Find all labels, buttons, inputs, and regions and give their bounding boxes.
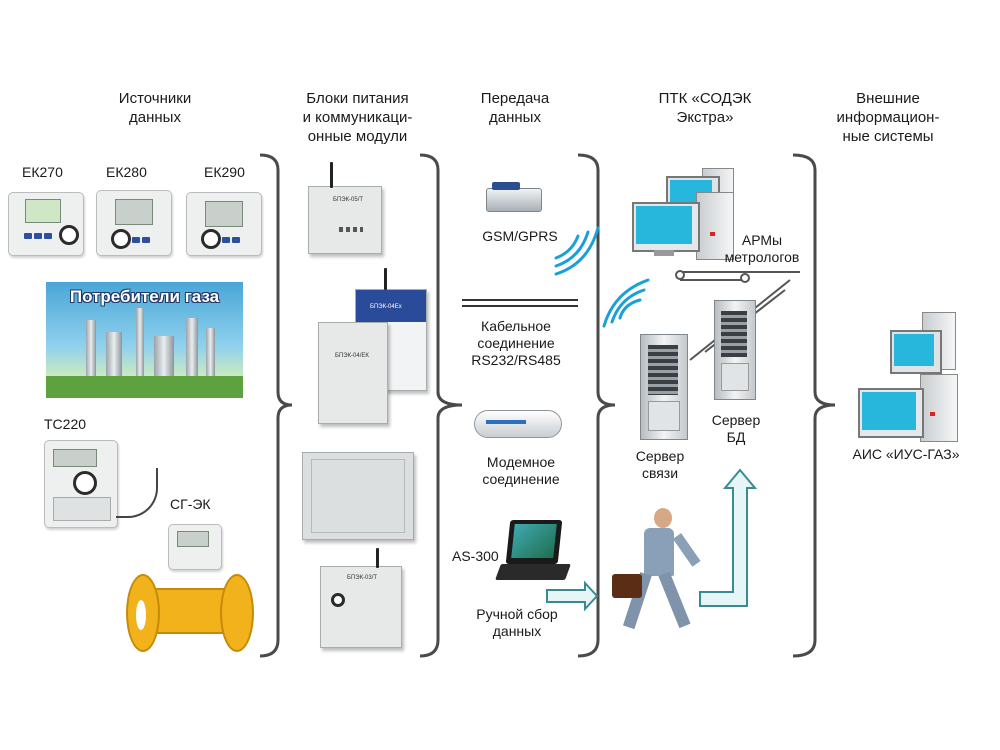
- label-manual: Ручной сбор данных: [476, 606, 558, 639]
- courier-person-icon: [610, 508, 701, 640]
- tc220-device: [44, 440, 118, 528]
- label-ek280: ЕК280: [106, 164, 147, 180]
- bpek03t-box: БПЭК-03/Т: [320, 566, 402, 648]
- label-server-db: Сервер БД: [711, 412, 761, 445]
- label-sg-ek: СГ-ЭК: [170, 496, 211, 512]
- server-comm-icon: [640, 334, 688, 440]
- column-title-external: Внешние информацион- ные системы: [836, 90, 940, 145]
- gsm-modem-icon: [486, 182, 542, 216]
- arrow-courier-to-server: [699, 468, 758, 607]
- label-modem: Модемное соединение: [482, 454, 560, 487]
- arrow-laptop-to-courier: [546, 580, 599, 612]
- label-ek270: ЕК270: [22, 164, 63, 180]
- wireless-waves-gsm: [554, 226, 600, 276]
- column-title-sources: Источники данных: [118, 90, 192, 126]
- arm-computer-front: [632, 192, 740, 268]
- banner-title: Потребители газа: [69, 287, 220, 306]
- brace-sources: [259, 153, 293, 658]
- sg-ek-gas-meter: [124, 520, 254, 660]
- laptop-icon: [495, 520, 571, 590]
- brace-power: [419, 153, 463, 658]
- bpek05t-box: БПЭК-05/Т: [308, 186, 382, 254]
- bpek03t-antenna: [376, 548, 379, 568]
- label-gsm: GSM/GPRS: [482, 228, 558, 244]
- modem-device-icon: [474, 406, 562, 442]
- bpek04ek-box: БПЭК-04/ЕК: [318, 322, 388, 424]
- server-db-icon: [714, 300, 756, 400]
- label-as300: AS-300: [452, 548, 499, 564]
- brace-ptk: [792, 153, 836, 658]
- ek270-device: [8, 192, 84, 256]
- ais-computer-group: [856, 312, 962, 444]
- wireless-waves-ptk: [602, 278, 650, 328]
- label-ais: АИС «ИУС-ГАЗ»: [852, 446, 960, 462]
- column-title-transfer: Передача данных: [480, 90, 550, 126]
- brace-transfer: [577, 153, 616, 658]
- label-tc220: ТС220: [44, 416, 87, 432]
- bpek04ex-antenna: [384, 268, 387, 290]
- power-supply-box: [302, 452, 414, 540]
- column-title-ptk: ПТК «СОДЭК Экстра»: [658, 90, 752, 126]
- bpek05t-antenna: [330, 162, 333, 188]
- label-ek290: ЕК290: [204, 164, 245, 180]
- label-server-comm: Сервер связи: [635, 448, 685, 481]
- ek290-device: [186, 192, 262, 256]
- label-arm: АРМы метрологов: [724, 232, 800, 265]
- label-cable: Кабельное соединение RS232/RS485: [471, 318, 561, 368]
- gas-consumers-banner: Потребители газа: [46, 282, 243, 398]
- ek280-device: [96, 190, 172, 256]
- column-title-power-blocks: Блоки питания и коммуникаци- онные модул…: [302, 90, 413, 145]
